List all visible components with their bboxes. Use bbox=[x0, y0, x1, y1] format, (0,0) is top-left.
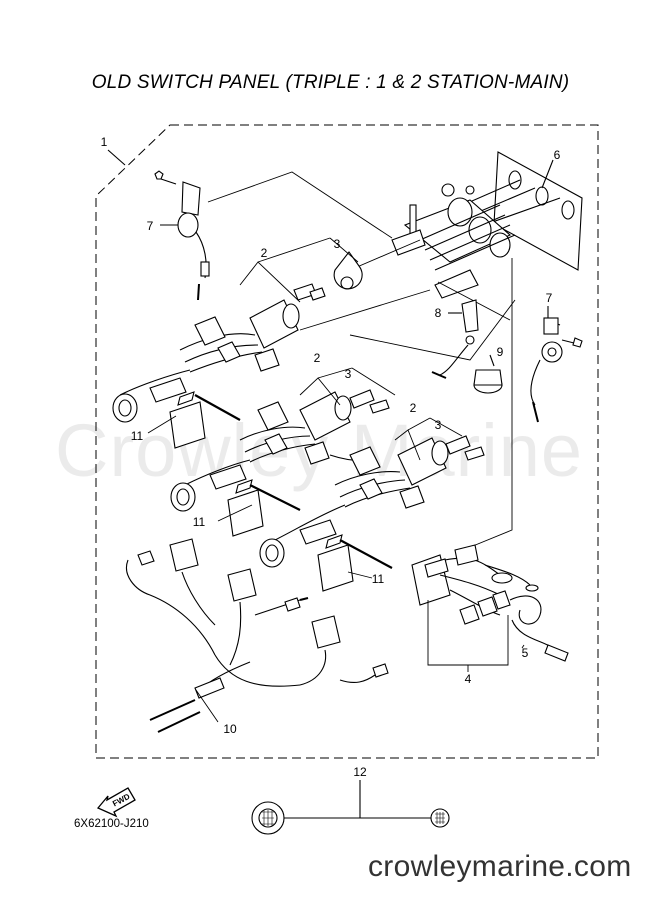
callout-12: 12 bbox=[353, 765, 367, 779]
switch-7-right bbox=[530, 306, 583, 423]
main-wire-harness bbox=[126, 538, 389, 733]
bracket-8 bbox=[448, 299, 479, 333]
callout-7-right: 7 bbox=[545, 291, 553, 305]
callout-3-middle: 3 bbox=[344, 367, 352, 381]
callout-2-lower: 2 bbox=[409, 401, 417, 415]
key-switch-harness-upper bbox=[112, 251, 363, 423]
callout-6: 6 bbox=[553, 148, 561, 162]
callout-9: 9 bbox=[496, 345, 504, 359]
website-label: crowleymarine.com bbox=[368, 850, 632, 883]
key-switch-harness-middle bbox=[170, 389, 390, 512]
callout-5: 5 bbox=[521, 646, 529, 660]
relay-11-lower bbox=[317, 534, 393, 592]
sensor-9 bbox=[431, 335, 503, 394]
switch-7-left bbox=[154, 170, 210, 301]
callout-3-upper: 3 bbox=[333, 237, 341, 251]
bracket-lines bbox=[147, 237, 525, 723]
assembly-boundary bbox=[95, 124, 599, 759]
leader-lines bbox=[207, 171, 516, 549]
panel-switch-bodies bbox=[391, 183, 516, 299]
key-switch-harness-lower bbox=[259, 435, 485, 568]
leader-1 bbox=[107, 149, 126, 166]
callout-11-middle: 11 bbox=[192, 515, 206, 529]
part-12-cable bbox=[251, 780, 450, 835]
callout-11-lower: 11 bbox=[371, 572, 385, 586]
callout-2-upper: 2 bbox=[260, 246, 268, 260]
callout-7-left: 7 bbox=[146, 219, 154, 233]
fwd-arrow-icon: FWD bbox=[96, 787, 136, 818]
relay-11-middle bbox=[227, 479, 301, 537]
callout-3-lower: 3 bbox=[434, 418, 442, 432]
callout-4: 4 bbox=[464, 672, 472, 686]
callout-8: 8 bbox=[434, 306, 442, 320]
callout-1: 1 bbox=[100, 135, 108, 149]
connector-set-4 bbox=[411, 544, 511, 625]
page-title: OLD SWITCH PANEL (TRIPLE : 1 & 2 STATION… bbox=[91, 72, 570, 93]
diagram-code: 6X62100-J210 bbox=[74, 818, 149, 830]
lanyard-5 bbox=[484, 564, 569, 662]
switch-panel-plate bbox=[439, 151, 583, 271]
callout-2-middle: 2 bbox=[313, 351, 321, 365]
callout-10: 10 bbox=[223, 722, 237, 736]
callout-11-upper: 11 bbox=[130, 429, 144, 443]
relay-11-upper bbox=[169, 391, 241, 449]
